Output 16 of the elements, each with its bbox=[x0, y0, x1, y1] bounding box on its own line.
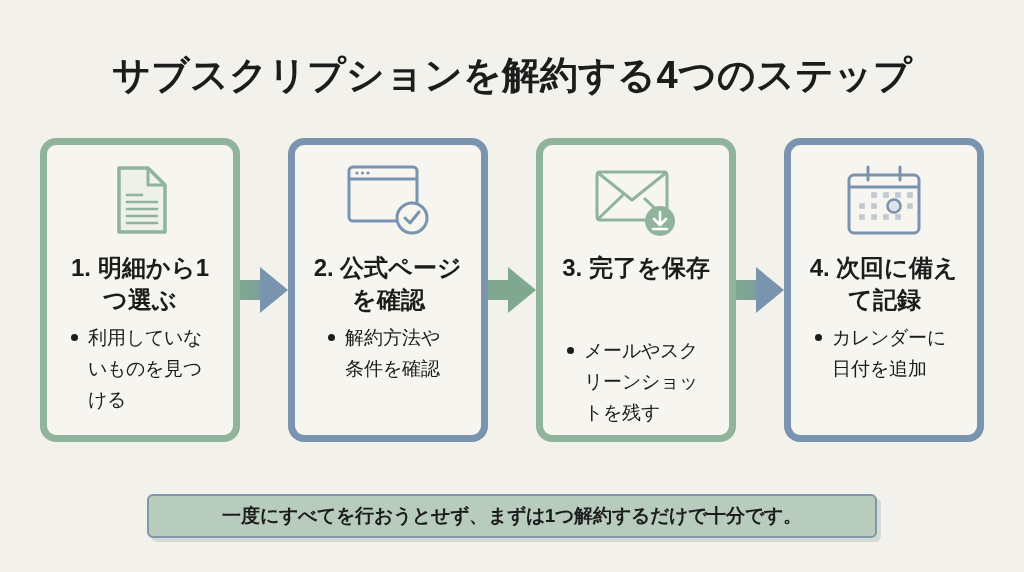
arrow bbox=[240, 267, 288, 313]
step-description: 利用していないものを見つける bbox=[87, 326, 203, 412]
step-description: メールやスクリーンショットを残す bbox=[583, 339, 699, 425]
step-heading: 3. 完了を保存 bbox=[561, 253, 711, 283]
step-card bbox=[40, 138, 240, 442]
step-card bbox=[784, 138, 984, 442]
step-heading: 2. 公式ページを確認 bbox=[312, 253, 464, 315]
step-card bbox=[536, 138, 736, 442]
arrow bbox=[736, 267, 784, 313]
step-card bbox=[288, 138, 488, 442]
title: サブスクリプションを解約する4つのステップ bbox=[111, 53, 914, 98]
step-heading: 4. 次回に備えて記録 bbox=[808, 253, 960, 315]
step-description: 解約方法や条件を確認 bbox=[344, 326, 441, 381]
step-description: カレンダーに日付を追加 bbox=[831, 326, 947, 381]
step-heading: 1. 明細から1つ選ぶ bbox=[70, 253, 210, 315]
arrow bbox=[488, 267, 536, 313]
